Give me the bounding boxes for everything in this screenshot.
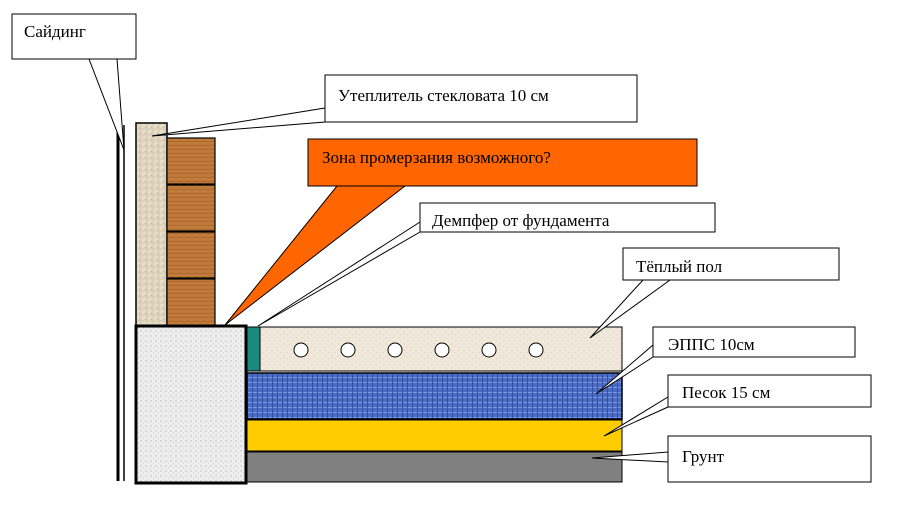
brick — [166, 137, 216, 185]
callout-insulation: Утеплитель стекловата 10 см — [151, 74, 638, 137]
callout-box — [324, 74, 638, 123]
callout-box — [667, 435, 872, 483]
brick — [166, 278, 216, 327]
heating-pipe — [481, 342, 497, 358]
ground-label: Грунт — [682, 447, 725, 466]
callout-epps: ЭППС 10см — [595, 326, 856, 395]
sand-label: Песок 15 см — [682, 383, 771, 402]
foundation-block — [134, 324, 248, 485]
warm-floor-label: Тёплый пол — [636, 257, 723, 276]
heating-pipe — [340, 342, 356, 358]
callout-pointer — [151, 107, 326, 137]
epps-layer — [246, 372, 623, 420]
callout-box — [622, 247, 840, 281]
callout-pointer — [88, 58, 125, 151]
heating-pipe — [528, 342, 544, 358]
brick-wall — [166, 137, 216, 327]
damper-label: Демпфер от фундамента — [432, 211, 610, 230]
freeze-zone-label: Зона промерзания возможного? — [322, 148, 551, 167]
insulation-label: Утеплитель стекловата 10 см — [338, 86, 549, 105]
heating-pipe — [293, 342, 309, 358]
callout-freeze-zone: Зона промерзания возможного? — [224, 138, 698, 326]
callout-box — [11, 13, 137, 60]
callout-box — [667, 374, 872, 408]
callout-damper: Демпфер от фундамента — [257, 202, 716, 327]
siding-panel — [116, 125, 125, 481]
ground-layer — [246, 451, 623, 483]
callout-ground: Грунт — [591, 435, 872, 483]
brick — [166, 231, 216, 279]
sand-layer — [246, 419, 623, 452]
heating-pipe — [434, 342, 450, 358]
callout-siding: Сайдинг — [11, 13, 137, 151]
callout-box — [419, 202, 716, 233]
callout-warm-floor: Тёплый пол — [589, 247, 840, 339]
insulation-layer — [135, 122, 168, 327]
epps-label: ЭППС 10см — [668, 335, 755, 354]
heating-pipe — [387, 342, 403, 358]
heating-pipes — [293, 342, 544, 358]
damper-strip — [246, 326, 261, 372]
callout-sand: Песок 15 см — [603, 374, 872, 437]
callout-box — [652, 326, 856, 358]
brick — [166, 184, 216, 232]
callout-box — [307, 138, 698, 187]
siding-label: Сайдинг — [24, 22, 86, 41]
